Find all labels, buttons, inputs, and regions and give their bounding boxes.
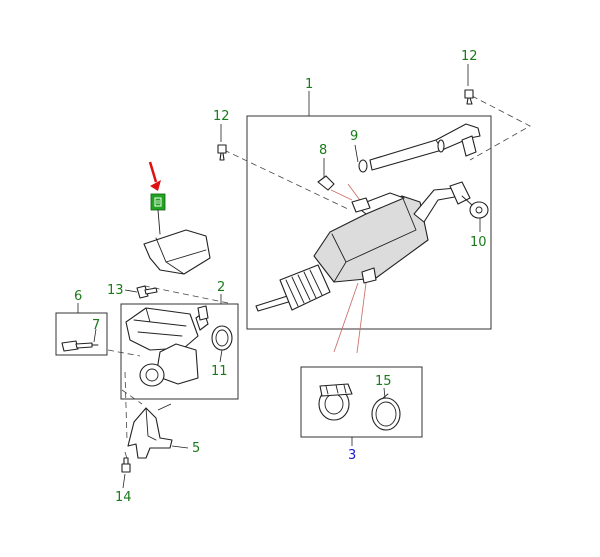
heat-shield[interactable] bbox=[143, 229, 211, 275]
callout-12-left[interactable]: 12 bbox=[213, 109, 230, 124]
callouts: 1 2 3 5 6 7 8 9 10 11 12 12 13 14 15 bbox=[74, 49, 487, 505]
callout-12-right[interactable]: 12 bbox=[461, 49, 478, 64]
callout-11[interactable]: 11 bbox=[211, 364, 228, 379]
seal-ring-part-15[interactable] bbox=[371, 393, 401, 431]
clamp-assembly[interactable] bbox=[318, 383, 353, 421]
callout-7[interactable]: 7 bbox=[92, 318, 100, 333]
valve-module-part-2[interactable] bbox=[125, 305, 209, 387]
bolt-13[interactable] bbox=[136, 285, 158, 299]
bent-tube-part-9[interactable] bbox=[358, 123, 481, 173]
callout-5[interactable]: 5 bbox=[192, 441, 200, 456]
assembly-box-2 bbox=[120, 303, 239, 400]
callout-9[interactable]: 9 bbox=[350, 129, 358, 144]
callout-2[interactable]: 2 bbox=[217, 280, 225, 295]
assembly-box-6 bbox=[55, 312, 108, 356]
callout-14[interactable]: 14 bbox=[115, 490, 132, 505]
clip-part-8[interactable] bbox=[317, 175, 335, 191]
bolt-14[interactable] bbox=[121, 457, 131, 473]
callout-1[interactable]: 1 bbox=[305, 77, 313, 92]
callout-8[interactable]: 8 bbox=[319, 143, 327, 158]
callout-3[interactable]: 3 bbox=[348, 448, 356, 463]
gasket-part-11[interactable] bbox=[211, 325, 233, 351]
callout-13[interactable]: 13 bbox=[107, 283, 124, 298]
exhaust-pipe-assembly[interactable] bbox=[255, 181, 489, 312]
callout-10[interactable]: 10 bbox=[470, 235, 487, 250]
bolt-12-right[interactable] bbox=[464, 89, 474, 105]
red-arrow-icon bbox=[148, 161, 161, 191]
assembly-box-1 bbox=[246, 115, 492, 330]
info-badge-icon[interactable] bbox=[150, 193, 166, 235]
assembly-box-3 bbox=[300, 366, 423, 438]
bracket-part-5[interactable] bbox=[127, 407, 173, 459]
callout-6[interactable]: 6 bbox=[74, 289, 82, 304]
bolt-12-left[interactable] bbox=[217, 144, 227, 161]
callout-leaders bbox=[77, 64, 481, 489]
callout-15[interactable]: 15 bbox=[375, 374, 392, 389]
sensor-part-7[interactable] bbox=[61, 340, 99, 352]
